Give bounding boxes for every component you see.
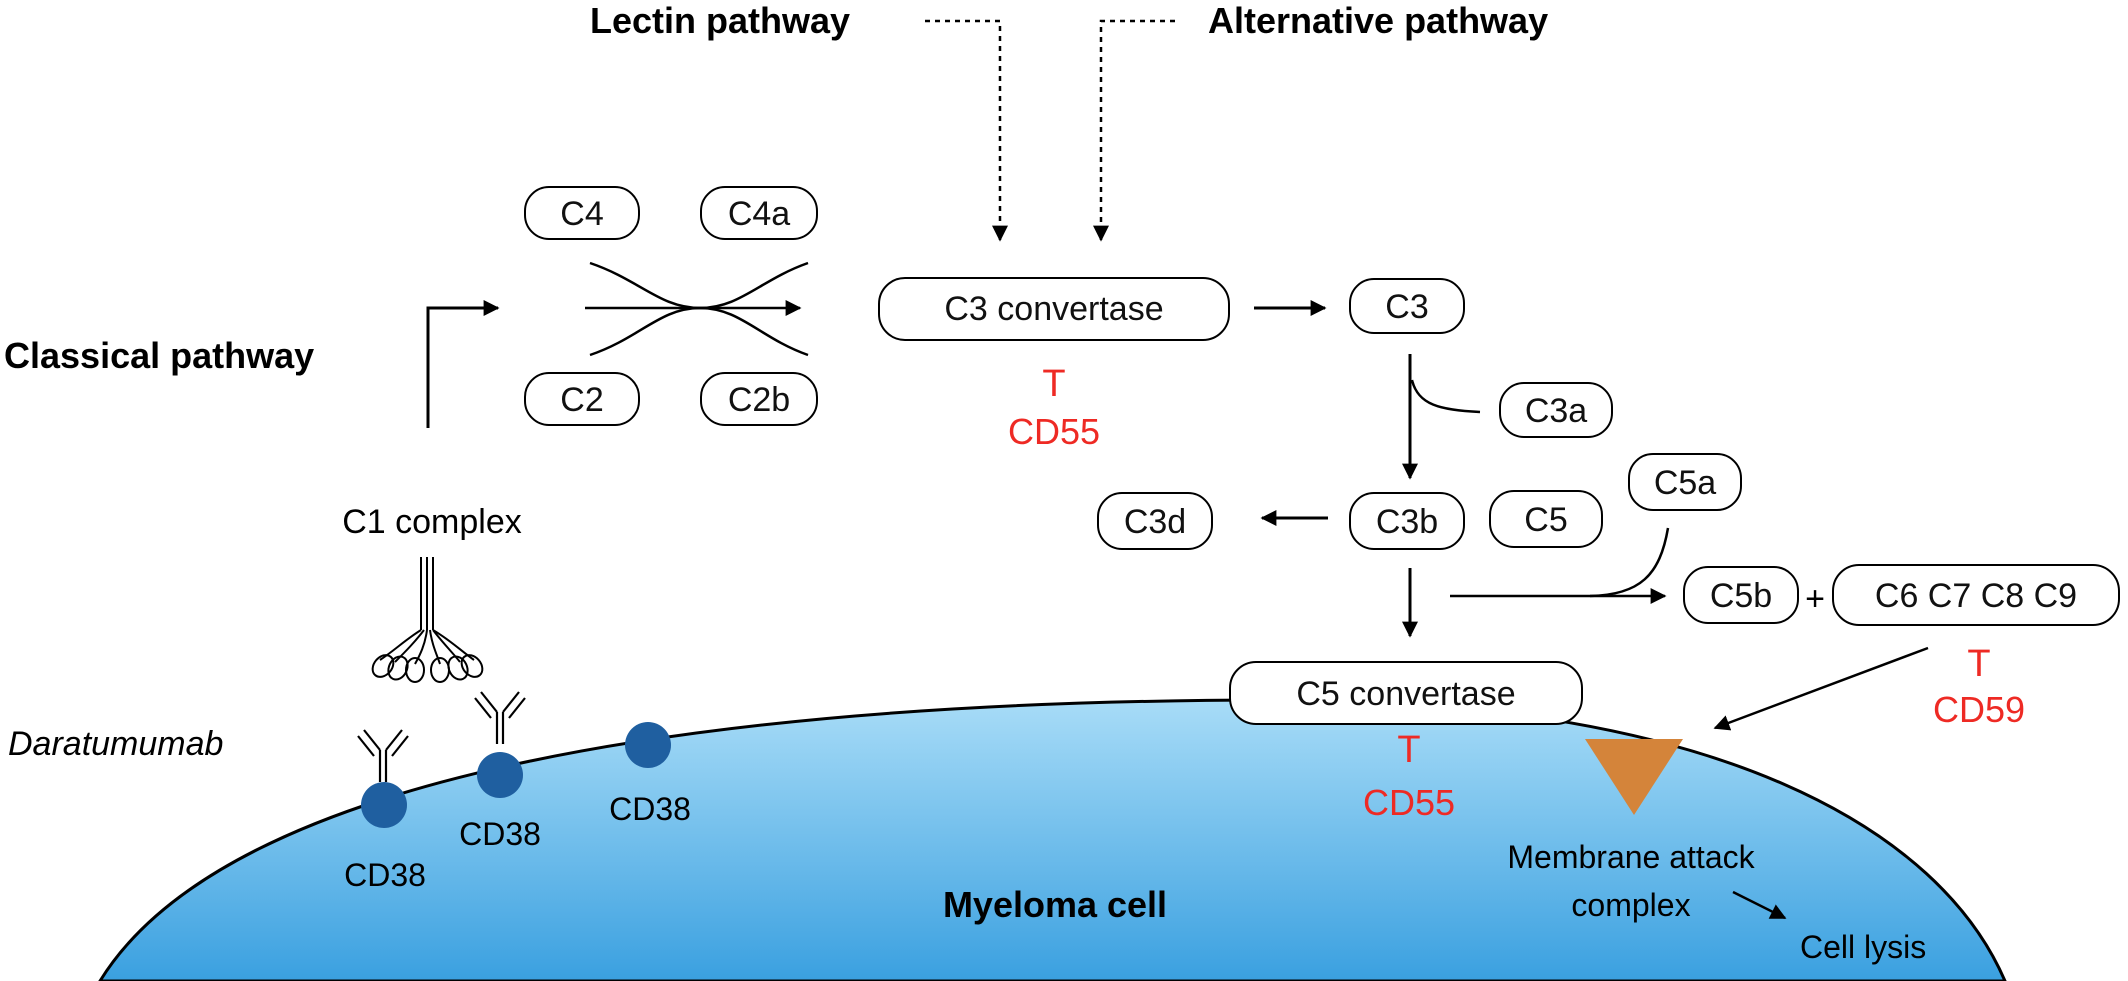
daratumumab-label: Daratumumab [8,725,223,763]
alternative-pathway-label: Alternative pathway [1208,0,1548,41]
c2b-box: C2b [700,372,818,426]
svg-text:C5a: C5a [1654,464,1716,502]
cd38-label: CD38 [459,816,541,852]
c6-c9-box: C6 C7 C8 C9 [1832,564,2120,626]
svg-text:C3b: C3b [1376,503,1438,541]
cd38-label: CD38 [344,857,426,893]
myeloma-cell-label: Myeloma cell [943,884,1167,925]
cd38-receptor [625,722,671,768]
c5b-box: C5b [1683,566,1799,624]
c4a-box: C4a [700,186,818,240]
c2-box: C2 [524,372,640,426]
c4-box: C4 [524,186,640,240]
antibody-icon [357,729,409,782]
c4-cleavage-curve [589,261,809,310]
svg-text:C5: C5 [1524,501,1567,539]
c3d-box: C3d [1097,492,1213,550]
cd38-receptor [361,782,407,828]
cd55-top-inhibitor-symbol: T [1042,363,1065,405]
c5-box: C5 [1489,490,1603,548]
cd55-top-label: CD55 [1008,411,1100,452]
mac-label-line1: Membrane attack [1507,839,1755,875]
c3-convertase-box: C3 convertase [878,277,1230,341]
mac-to-lysis-arrow [1732,890,1787,920]
svg-text:C3: C3 [1385,288,1428,326]
svg-text:C3 convertase: C3 convertase [944,290,1163,328]
svg-text:C4: C4 [560,195,603,233]
svg-text:C3a: C3a [1525,392,1587,430]
cd38-receptor [477,752,523,798]
c3a-release-curve [1410,379,1481,414]
c5a-release-curve [1589,527,1670,598]
svg-text:C5b: C5b [1710,577,1772,615]
classical-pathway-label: Classical pathway [4,335,314,376]
c1-complex-icon [371,557,484,683]
svg-text:C5 convertase: C5 convertase [1296,675,1515,713]
svg-text:C6 C7 C8 C9: C6 C7 C8 C9 [1875,577,2077,615]
membrane-attack-complex-triangle [1585,739,1683,815]
c1-complex-label: C1 complex [342,503,522,541]
mac-label-line2: complex [1571,887,1690,923]
alternative-dotted-arrow [1093,19,1175,242]
cell-lysis-label: Cell lysis [1800,929,1926,965]
c3-box: C3 [1349,278,1465,334]
svg-text:C3d: C3d [1124,503,1186,541]
svg-text:C4a: C4a [728,195,790,233]
c1-to-c4-arrow [426,300,500,428]
svg-text:C2b: C2b [728,381,790,419]
c3a-box: C3a [1499,382,1613,438]
lectin-pathway-label: Lectin pathway [590,0,850,41]
cd59-inhibitor-symbol: T [1967,643,1990,685]
c5a-box: C5a [1628,453,1742,511]
c6-c9-to-mac-arrow [1713,646,1929,731]
cd55-bottom-inhibitor-symbol: T [1397,729,1420,771]
cd59-label: CD59 [1933,689,2025,730]
lectin-dotted-arrow [925,19,1008,242]
c3b-box: C3b [1349,492,1465,550]
c2-cleavage-curve [589,306,809,357]
svg-text:C2: C2 [560,381,603,419]
cd55-bottom-label: CD55 [1363,782,1455,823]
myeloma-cell-membrane [98,698,2007,981]
plus-sign: + [1805,580,1825,618]
c5-convertase-box: C5 convertase [1229,661,1583,725]
cd38-label: CD38 [609,791,691,827]
antibody-icon [474,691,526,744]
